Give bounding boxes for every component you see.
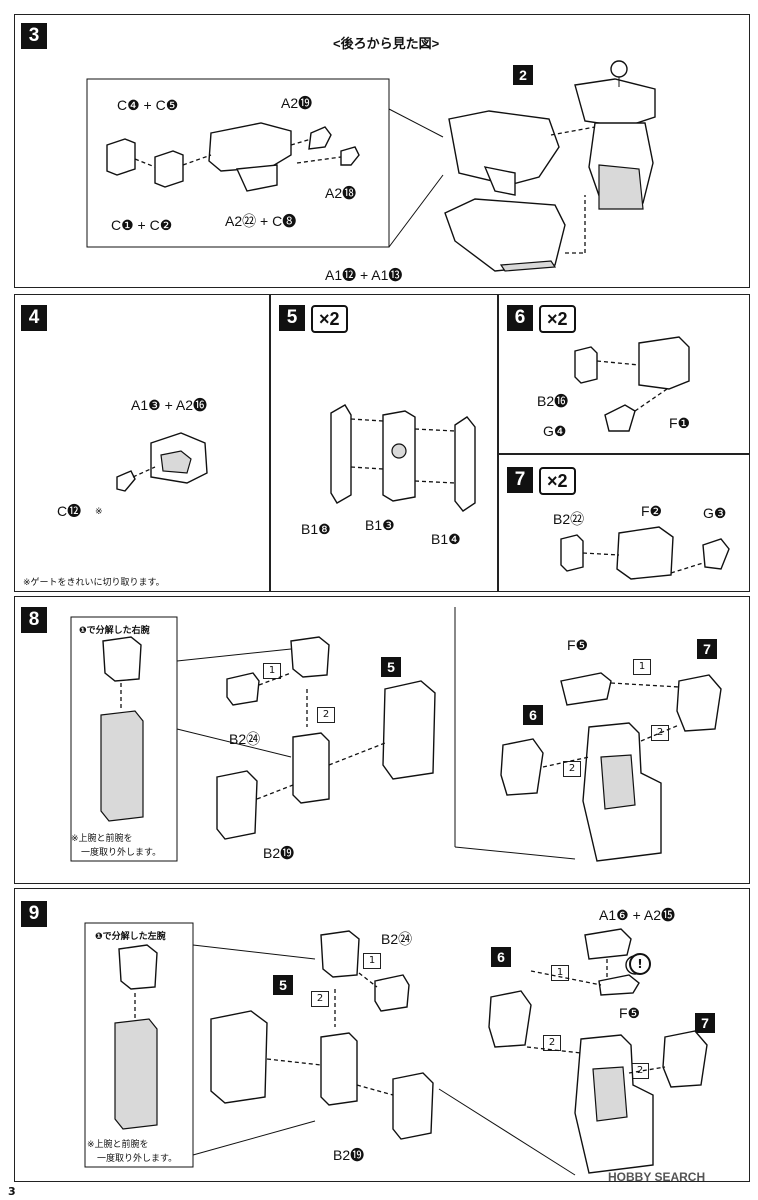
gate-note: ※ゲートをきれいに切り取ります。: [23, 578, 165, 588]
arm-note: 一度取り外します。: [97, 1154, 178, 1164]
part-label: B1❹: [431, 531, 461, 547]
part-label: B1❸: [365, 517, 395, 533]
order-box: 2: [563, 761, 581, 777]
step-number: 4: [21, 305, 47, 331]
part-label: A1⓬ + A1⓭: [325, 267, 403, 283]
order-box: 1: [363, 953, 381, 969]
part-label: B2㉔: [229, 731, 261, 747]
step-3-panel: 3 <後ろから見た図> 2 C❹ + C❺ A2⓳ A2⓲ C❶ + C❷ A2…: [14, 14, 750, 288]
part-label: F❶: [669, 415, 691, 431]
ref-tag: 6: [491, 947, 511, 967]
warning-icon: !: [629, 953, 651, 975]
step-3-illustration: [86, 60, 656, 272]
part-label: A2㉒ + C❽: [225, 213, 297, 229]
arm-note: ※上腕と前腕を: [87, 1140, 149, 1150]
part-label: A1❸ + A2⓰: [131, 397, 207, 413]
part-label: C❹ + C❺: [117, 97, 179, 113]
step-number: 6: [507, 305, 533, 331]
ref-tag: 5: [273, 975, 293, 995]
arm-note: 一度取り外します。: [81, 848, 162, 858]
order-box: 1: [551, 965, 569, 981]
part-label: A1❻ + A2⓯: [599, 907, 675, 923]
order-box: 2: [543, 1035, 561, 1051]
order-box: 2: [311, 991, 329, 1007]
part-label: B2㉒: [553, 511, 585, 527]
part-label: G❹: [543, 423, 567, 439]
part-label: A2⓳: [281, 95, 313, 111]
part-label: F❺: [619, 1005, 641, 1021]
part-label: F❷: [641, 503, 663, 519]
step-number: 3: [21, 23, 47, 49]
step-number: 7: [507, 467, 533, 493]
step-6-illustration: [574, 336, 690, 432]
step-8-illustration: [70, 607, 722, 862]
step-7-panel: 7 ×2 B2㉒ F❷ G❸: [498, 454, 750, 592]
ref-tag: 2: [513, 65, 533, 85]
order-box: 1: [263, 663, 281, 679]
part-label: G❸: [703, 505, 727, 521]
part-label: B2㉔: [381, 931, 413, 947]
step-7-illustration: [560, 526, 730, 580]
step-title: <後ろから見た図>: [333, 36, 440, 51]
step-number: 8: [21, 607, 47, 633]
part-label: A2⓲: [325, 185, 357, 201]
order-box: 2: [317, 707, 335, 723]
page-number: 3: [8, 1185, 16, 1198]
part-label: B2⓰: [537, 393, 569, 409]
part-label: C⓬: [57, 503, 82, 519]
ref-tag: 6: [523, 705, 543, 725]
step-4-illustration: [116, 432, 208, 492]
ref-tag: 7: [695, 1013, 715, 1033]
step-5-illustration: [330, 404, 476, 512]
multiplier-badge: ×2: [539, 467, 576, 495]
order-box: 2: [651, 725, 669, 741]
sub-caption: ❶で分解した左腕: [95, 932, 166, 942]
multiplier-badge: ×2: [311, 305, 348, 333]
step-4-panel: 4 A1❸ + A2⓰ C⓬ ※ ※ゲートをきれいに切り取ります。: [14, 294, 270, 592]
step-number: 9: [21, 901, 47, 927]
step-number: 5: [279, 305, 305, 331]
part-label: B2⓳: [263, 845, 295, 861]
sub-caption: ❶で分解した右腕: [79, 626, 150, 636]
part-label: B1❽: [301, 521, 331, 537]
step-8-panel: 8 ❶で分解した右腕 ※上腕と前腕を 一度取り外します。 1 2 1 2 2 B…: [14, 596, 750, 884]
ref-tag: 5: [381, 657, 401, 677]
part-label: F❺: [567, 637, 589, 653]
part-label: B2⓳: [333, 1147, 365, 1163]
step-5-panel: 5 ×2 B1❽ B1❸ B1❹: [270, 294, 498, 592]
part-label: C❶ + C❷: [111, 217, 173, 233]
ref-tag: 7: [697, 639, 717, 659]
watermark: HOBBY SEARCH: [608, 1170, 706, 1184]
step-9-panel: 9 ❶で分解した左腕 ※上腕と前腕を 一度取り外します。 1 2 1 2 2 B…: [14, 888, 750, 1182]
order-box: 1: [633, 659, 651, 675]
step-9-illustration: [84, 922, 708, 1176]
multiplier-badge: ×2: [539, 305, 576, 333]
asterisk-mark: ※: [95, 507, 103, 517]
step-6-panel: 6 ×2 B2⓰ G❹ F❶: [498, 294, 750, 454]
arm-note: ※上腕と前腕を: [71, 834, 133, 844]
